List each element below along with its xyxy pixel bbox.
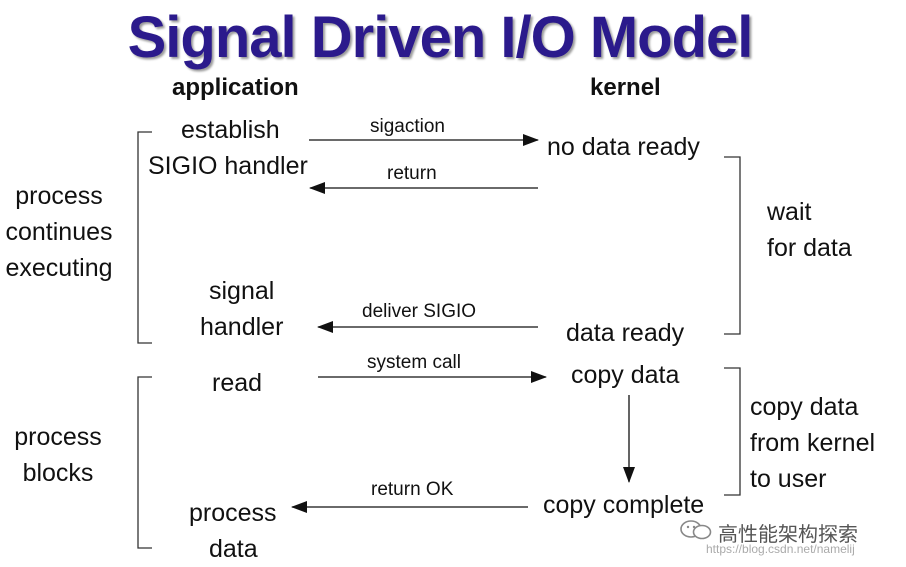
wechat-icon [680,520,712,540]
kernel-header: kernel [590,74,661,101]
arrow-label-return-ok: return OK [371,479,454,500]
app-data: data [209,535,258,563]
arrow-label-deliver-sigio: deliver SIGIO [362,301,477,322]
watermark-url: https://blog.csdn.net/namelij [706,542,855,556]
label-process-blocks: process blocks [14,423,102,487]
bracket-blocks [137,376,152,549]
arrow-label-sigaction: sigaction [370,116,445,137]
kernel-data-ready: data ready [566,319,685,347]
watermark-name: 高性能架构探索 [718,524,858,546]
arrow-label-return: return [387,163,437,184]
kernel-no-data-ready: no data ready [547,133,700,161]
label-copy-from-kernel: copy data from kernel to user [750,393,876,493]
app-read: read [212,369,263,397]
app-establish: establish [181,116,280,144]
bracket-wait [724,156,741,335]
app-sigio-handler: SIGIO handler [148,152,308,180]
bracket-continues [137,131,152,344]
kernel-copy-complete: copy complete [543,491,705,519]
label-wait-for-data: wait for data [767,198,852,262]
application-header: application [172,74,299,101]
label-process-continues: process continues executing [5,182,113,282]
page-title: Signal Driven I/O Model [127,5,754,70]
arrow-label-system-call: system call [367,352,461,373]
bracket-copy [724,367,741,496]
app-signal: signal [209,277,275,305]
app-process: process [189,499,277,527]
kernel-copy-data: copy data [571,361,680,389]
app-handler: handler [200,313,284,341]
